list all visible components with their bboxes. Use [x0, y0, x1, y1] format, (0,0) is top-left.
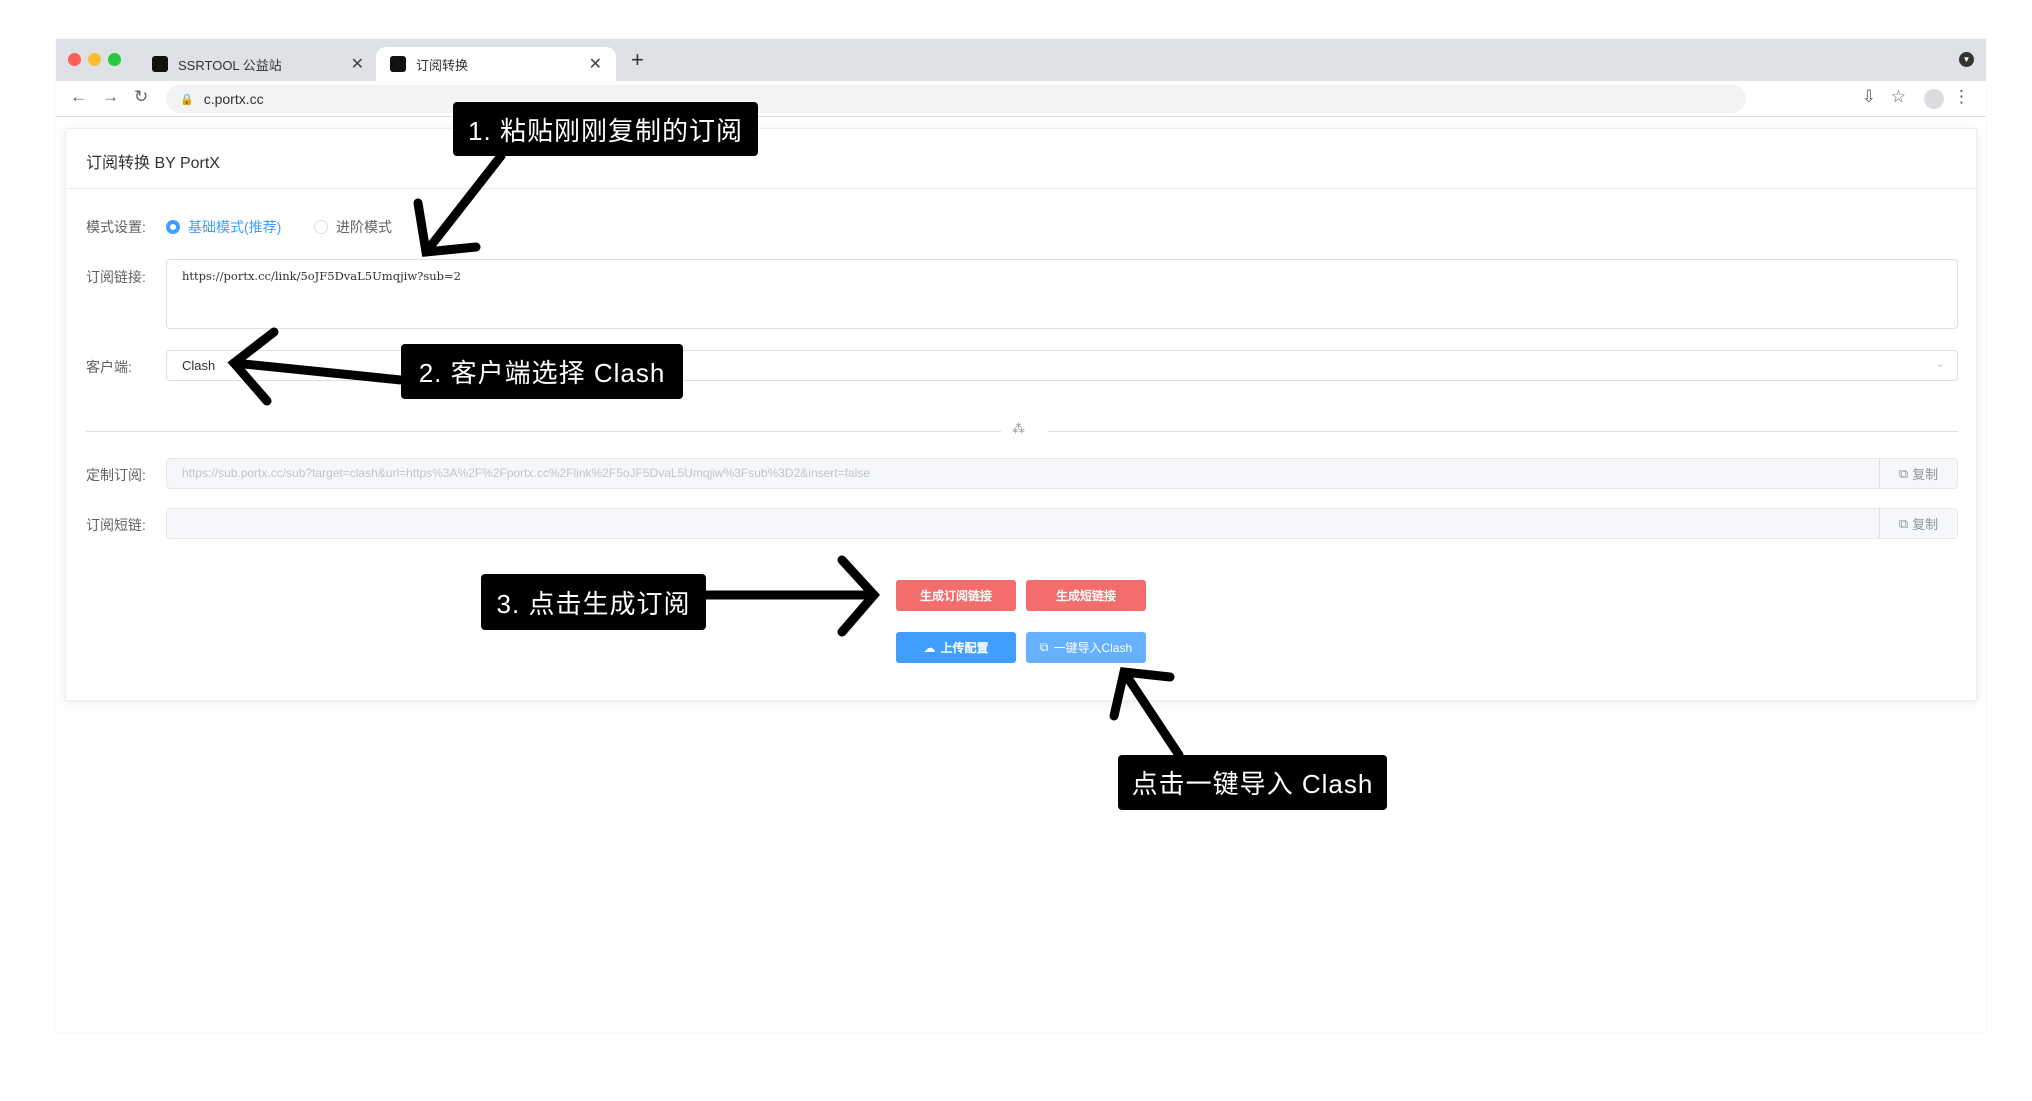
short-link-label: 订阅短链: [86, 517, 146, 533]
button-label: 一键导入Clash [1053, 641, 1133, 655]
favicon-icon [390, 56, 406, 72]
loading-icon: ⁂ [1012, 421, 1025, 436]
custom-sub-input[interactable]: https://sub.portx.cc/sub?target=clash&ur… [166, 458, 1958, 489]
copy-custom-sub-button[interactable]: ⧉复制 [1879, 459, 1957, 488]
profile-avatar[interactable] [1924, 89, 1944, 109]
custom-sub-value: https://sub.portx.cc/sub?target=clash&ur… [182, 466, 870, 480]
client-label: 客户端: [86, 359, 132, 375]
menu-icon[interactable]: ⋮ [1953, 87, 1970, 106]
mode-basic-radio[interactable]: 基础模式(推荐) [166, 217, 281, 237]
annotation-step-2: 2. 客户端选择 Clash [401, 344, 683, 399]
annotation-step-3: 3. 点击生成订阅 [481, 574, 706, 630]
address-bar[interactable]: 🔒 c.portx.cc [166, 85, 1746, 113]
close-tab-icon[interactable]: ✕ [588, 56, 602, 73]
tab-ssrtool[interactable]: SSRTOOL 公益站 ✕ [138, 47, 378, 81]
sub-link-label: 订阅链接: [86, 269, 146, 285]
mode-advanced-radio[interactable]: 进阶模式 [314, 217, 392, 237]
custom-sub-label: 定制订阅: [86, 467, 146, 483]
radio-checked-icon [166, 220, 180, 234]
browser-toolbar: ← → ↻ 🔒 c.portx.cc ⇩ ☆ ⋮ [56, 81, 1986, 117]
copy-label: 复制 [1912, 517, 1939, 532]
client-selected-value: Clash [182, 358, 216, 373]
tab-bar: SSRTOOL 公益站 ✕ 订阅转换 ✕ + ▼ [56, 39, 1986, 81]
header-divider [66, 188, 1976, 189]
copy-label: 复制 [1912, 467, 1939, 482]
arrow-1 [413, 151, 506, 257]
close-tab-icon[interactable]: ✕ [350, 56, 364, 73]
tab-subscription-convert[interactable]: 订阅转换 ✕ [376, 47, 616, 81]
reload-icon[interactable]: ↻ [134, 87, 149, 106]
import-clash-button[interactable]: ⧉ 一键导入Clash [1026, 632, 1146, 663]
short-link-input[interactable]: ⧉复制 [166, 508, 1958, 539]
lock-icon: 🔒 [180, 93, 194, 106]
tab-label: SSRTOOL 公益站 [178, 57, 282, 73]
divider [1048, 431, 1958, 432]
cloud-upload-icon: ☁ [923, 640, 936, 655]
radio-unchecked-icon [314, 220, 328, 234]
tab-search-icon[interactable]: ▼ [1959, 52, 1974, 67]
back-icon[interactable]: ← [70, 87, 87, 106]
arrow-4 [1109, 667, 1184, 760]
tab-label: 订阅转换 [416, 57, 469, 73]
copy-icon: ⧉ [1898, 515, 1909, 531]
arrow-2 [227, 327, 406, 406]
copy-icon: ⧉ [1039, 640, 1049, 654]
copy-icon: ⧉ [1898, 465, 1909, 481]
forward-icon[interactable]: → [102, 87, 119, 106]
bookmark-star-icon[interactable]: ☆ [1890, 87, 1906, 106]
copy-short-link-button[interactable]: ⧉复制 [1879, 509, 1957, 538]
generate-sub-link-button[interactable]: 生成订阅链接 [896, 580, 1016, 611]
button-label: 上传配置 [940, 641, 989, 655]
annotation-step-1: 1. 粘贴刚刚复制的订阅 [453, 102, 758, 156]
divider [86, 431, 1001, 432]
url-text: c.portx.cc [203, 91, 264, 107]
minimize-window-button[interactable] [88, 53, 101, 66]
maximize-window-button[interactable] [108, 53, 121, 66]
generate-short-link-button[interactable]: 生成短链接 [1026, 580, 1146, 611]
arrow-3 [701, 555, 881, 637]
sub-link-textarea[interactable]: https://portx.cc/link/5oJF5DvaL5Umqjiw?s… [166, 259, 1958, 329]
radio-label: 基础模式(推荐) [188, 219, 282, 235]
new-tab-button[interactable]: + [631, 47, 644, 72]
install-icon[interactable]: ⇩ [1861, 87, 1876, 106]
close-window-button[interactable] [68, 53, 81, 66]
mode-label: 模式设置: [86, 219, 146, 235]
radio-label: 进阶模式 [336, 219, 392, 235]
upload-config-button[interactable]: ☁ 上传配置 [896, 632, 1016, 663]
card-title: 订阅转换 BY PortX [86, 155, 220, 172]
annotation-step-4: 点击一键导入 Clash [1118, 755, 1387, 810]
favicon-icon [152, 56, 168, 72]
chevron-down-icon: ⌄ [1935, 358, 1945, 370]
